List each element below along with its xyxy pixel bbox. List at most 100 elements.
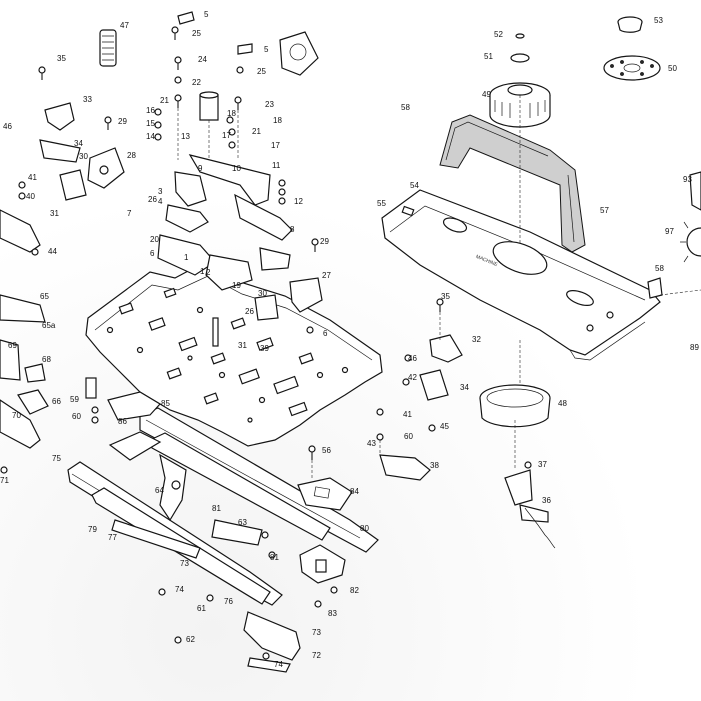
callout-label: 84 xyxy=(350,487,359,496)
upper-left-small-parts xyxy=(0,11,323,449)
callout-label: 81 xyxy=(212,504,221,513)
callout-label: 46 xyxy=(3,122,12,131)
callout-label: 14 xyxy=(146,132,155,141)
callout-label: 18 xyxy=(273,116,282,125)
callout-label: 27 xyxy=(322,271,331,280)
callout-label: 33 xyxy=(83,95,92,104)
callout-label: 69 xyxy=(8,341,17,350)
callout-label: 51 xyxy=(484,52,493,61)
callout-label: 55 xyxy=(377,199,386,208)
callout-label: 46 xyxy=(408,354,417,363)
callout-label: 45 xyxy=(440,422,449,431)
callout-label: 62 xyxy=(186,635,195,644)
callout-label: 6 xyxy=(150,249,155,258)
callout-label: 12 xyxy=(294,197,303,206)
callout-label: 9 xyxy=(198,164,203,173)
callout-label: 30 xyxy=(258,289,267,298)
callout-label: 68 xyxy=(42,355,51,364)
callout-label: 89 xyxy=(690,343,699,352)
callout-label: 2 xyxy=(206,268,211,277)
callout-label: 80 xyxy=(360,524,369,533)
callout-label: 42 xyxy=(408,373,417,382)
callout-label: 81 xyxy=(270,553,279,562)
callout-label: 66 xyxy=(52,397,61,406)
callout-label: 73 xyxy=(312,628,321,637)
callout-label: 8 xyxy=(290,225,295,234)
callout-label: 76 xyxy=(224,597,233,606)
callout-label: 28 xyxy=(127,151,136,160)
callout-label: 20 xyxy=(150,235,159,244)
callout-label: 40 xyxy=(26,192,35,201)
callout-label: 86 xyxy=(118,417,127,426)
callout-label: 3 xyxy=(158,187,163,196)
callout-label: 85 xyxy=(161,399,170,408)
callout-label: 17 xyxy=(222,131,231,140)
callout-label: 60 xyxy=(404,432,413,441)
ring-part xyxy=(479,384,551,428)
callout-label: 38 xyxy=(430,461,439,470)
callout-label: 25 xyxy=(257,67,266,76)
leader-lines xyxy=(177,95,701,480)
callout-label: 47 xyxy=(120,21,129,30)
callout-label: 63 xyxy=(238,518,247,527)
callout-label: 52 xyxy=(494,30,503,39)
callout-label: 13 xyxy=(181,132,190,141)
right-edge-parts xyxy=(647,171,701,299)
callout-label: 24 xyxy=(198,55,207,64)
callout-label: 58 xyxy=(401,103,410,112)
callout-label: 53 xyxy=(654,16,663,25)
callout-label: 26 xyxy=(148,195,157,204)
callout-label: 59 xyxy=(70,395,79,404)
callout-label: 6 xyxy=(323,329,328,338)
callout-label: 1 xyxy=(200,267,205,276)
callout-label: 29 xyxy=(118,117,127,126)
callout-label: 70 xyxy=(12,411,21,420)
callout-label: 41 xyxy=(28,173,37,182)
callout-label: 37 xyxy=(538,460,547,469)
callout-label: 15 xyxy=(146,119,155,128)
callout-label: 16 xyxy=(146,106,155,115)
top-cover-plate xyxy=(381,189,661,361)
callout-label: 5 xyxy=(264,45,269,54)
callout-label: 26 xyxy=(245,307,254,316)
callout-label: 56 xyxy=(322,446,331,455)
fasteners xyxy=(0,26,532,660)
callout-label: 35 xyxy=(441,292,450,301)
callout-label: 35 xyxy=(57,54,66,63)
lower-frame-rails xyxy=(67,377,379,673)
callout-label: 73 xyxy=(180,559,189,568)
callout-label: 79 xyxy=(88,525,97,534)
callout-label: 65a xyxy=(42,321,56,330)
callout-label: 43 xyxy=(367,439,376,448)
callout-label: 23 xyxy=(265,100,274,109)
callout-label: 7 xyxy=(127,209,132,218)
callout-label: 29 xyxy=(320,237,329,246)
callout-label: 61 xyxy=(197,604,206,613)
callout-label: 74 xyxy=(175,585,184,594)
callout-label: 58 xyxy=(655,264,664,273)
callout-label: 36 xyxy=(542,496,551,505)
callout-label: 31 xyxy=(238,341,247,350)
callout-label: 60 xyxy=(72,412,81,421)
callout-label: 4 xyxy=(158,197,163,206)
callout-label: 22 xyxy=(192,78,201,87)
callout-label: 21 xyxy=(252,127,261,136)
callout-label: 34 xyxy=(460,383,469,392)
callout-label: 49 xyxy=(482,90,491,99)
callout-label: 75 xyxy=(52,454,61,463)
callout-label: 21 xyxy=(160,96,169,105)
callout-label: 83 xyxy=(328,609,337,618)
callout-label: 30 xyxy=(79,152,88,161)
callout-label: 1 xyxy=(184,253,189,262)
callout-label: 19 xyxy=(232,281,241,290)
callout-label: 93 xyxy=(683,175,692,184)
callout-label: 25 xyxy=(192,29,201,38)
callout-label: 54 xyxy=(410,181,419,190)
callout-label: 65 xyxy=(40,292,49,301)
callout-label: 41 xyxy=(403,410,412,419)
callout-label: 32 xyxy=(472,335,481,344)
callout-label: 48 xyxy=(558,399,567,408)
callout-label: 11 xyxy=(272,161,281,170)
callout-label: 39 xyxy=(260,344,269,353)
